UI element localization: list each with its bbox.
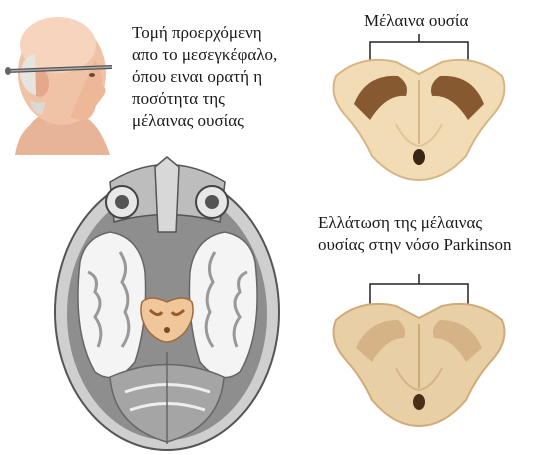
normal-midbrain-section (326, 34, 511, 184)
head-caption-line: μέλαινας ουσίας (132, 110, 277, 132)
head-caption-line: όπου ειναι ορατή η (132, 66, 277, 88)
head-caption-line: Τομή προερχόμενη (132, 22, 277, 44)
head-caption-line: ποσότητα της (132, 88, 277, 110)
parkinson-label-line: Ελλάτωση της μέλαινας (318, 212, 511, 234)
aqueduct-icon (413, 149, 425, 165)
parkinson-midbrain-section (326, 268, 511, 440)
head-caption: Τομή προερχόμενη απο το μεσεγκέφαλο, όπο… (132, 22, 277, 132)
aqueduct-icon (413, 394, 425, 410)
axial-brain-section (50, 152, 285, 452)
normal-label: Μέλαινα ουσία (364, 10, 468, 32)
parkinson-label: Ελλάτωση της μέλαινας ουσίας στην νόσο P… (318, 212, 511, 256)
head-caption-line: απο το μεσεγκέφαλο, (132, 44, 277, 66)
parkinson-label-line: ουσίας στην νόσο Parkinson (318, 234, 511, 256)
head-illustration (0, 5, 130, 155)
